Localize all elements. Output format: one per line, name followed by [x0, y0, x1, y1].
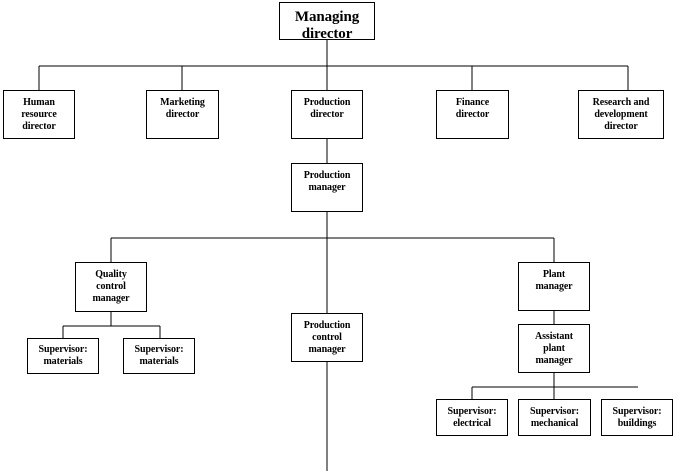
- qc-manager-label: Quality control manager: [92, 269, 130, 304]
- hr-director-box: Human resource director: [3, 90, 75, 139]
- production-control-manager-label: Production control manager: [303, 320, 351, 355]
- supervisor-buildings-box: Supervisor: buildings: [601, 399, 673, 436]
- marketing-director-label: Marketing director: [160, 97, 205, 120]
- finance-director-label: Finance director: [455, 97, 490, 120]
- assistant-plant-manager-label: Assistant plant manager: [535, 331, 573, 366]
- rd-director-label: Research and development director: [592, 97, 650, 132]
- plant-manager-label: Plant manager: [535, 269, 573, 292]
- supervisor-electrical-box: Supervisor: electrical: [436, 399, 508, 436]
- qc-manager-box: Quality control manager: [75, 262, 147, 312]
- production-manager-box: Production manager: [291, 163, 363, 212]
- production-director-box: Production director: [291, 90, 363, 139]
- marketing-director-box: Marketing director: [146, 90, 219, 139]
- supervisor-materials-label-2: Supervisor: materials: [134, 344, 184, 367]
- supervisor-mechanical-box: Supervisor: mechanical: [518, 399, 591, 436]
- supervisor-materials-box-2: Supervisor: materials: [123, 338, 195, 374]
- production-manager-label: Production manager: [303, 170, 351, 193]
- hr-director-label: Human resource director: [21, 97, 57, 132]
- supervisor-mechanical-label: Supervisor: mechanical: [530, 405, 579, 429]
- supervisor-electrical-label: Supervisor: electrical: [447, 405, 497, 429]
- supervisor-materials-box-1: Supervisor: materials: [27, 338, 99, 374]
- supervisor-buildings-label: Supervisor: buildings: [612, 405, 662, 429]
- production-control-manager-box: Production control manager: [291, 313, 363, 362]
- rd-director-box: Research and development director: [578, 90, 664, 139]
- plant-manager-box: Plant manager: [518, 262, 590, 311]
- managing-director-box: Managing director: [279, 2, 375, 40]
- assistant-plant-manager-box: Assistant plant manager: [518, 324, 590, 373]
- finance-director-box: Finance director: [436, 90, 509, 139]
- managing-director-label: Managing director: [294, 9, 360, 40]
- supervisor-materials-label-1: Supervisor: materials: [38, 344, 88, 367]
- production-director-label: Production director: [303, 97, 351, 120]
